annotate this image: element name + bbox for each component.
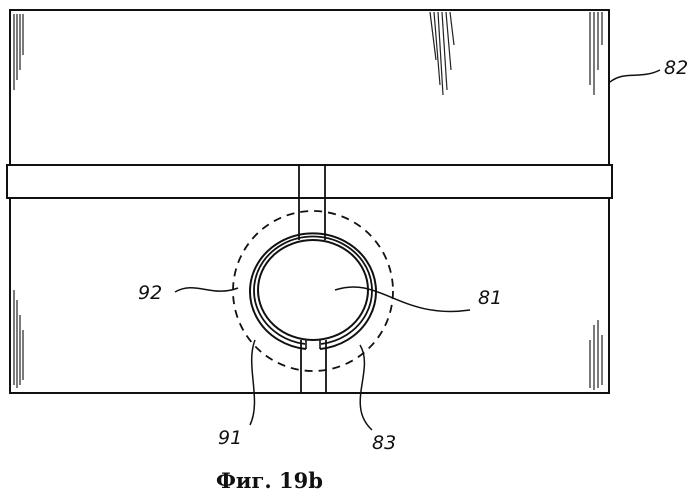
label-81: 81 xyxy=(478,287,502,309)
figure-caption: Фиг. 19b xyxy=(216,468,323,493)
label-83: 83 xyxy=(372,432,396,454)
label-92: 92 xyxy=(138,282,162,304)
leader-92 xyxy=(175,288,238,292)
leader-91 xyxy=(250,340,255,425)
label-82: 82 xyxy=(664,57,688,79)
leader-82 xyxy=(610,70,660,82)
horizontal-band xyxy=(7,165,612,198)
label-91: 91 xyxy=(218,427,242,449)
inner-ring xyxy=(258,240,368,340)
leader-83 xyxy=(360,345,372,430)
